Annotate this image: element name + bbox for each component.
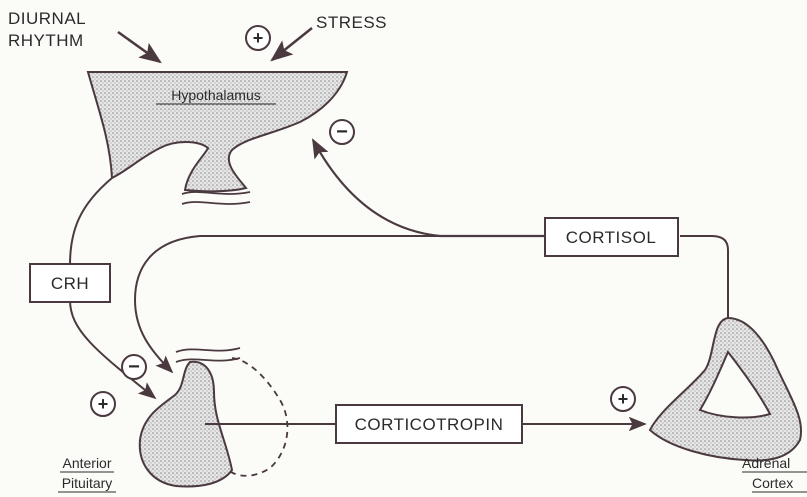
cortex-label: Cortex bbox=[752, 475, 793, 491]
stalk-cut-top-2 bbox=[182, 202, 250, 204]
stress-arrow bbox=[272, 28, 312, 60]
pituitary-label: Pituitary bbox=[62, 475, 113, 491]
diurnal-arrow bbox=[118, 32, 160, 62]
svg-text:+: + bbox=[98, 394, 109, 414]
svg-text:CORTICOTROPIN: CORTICOTROPIN bbox=[355, 415, 504, 434]
svg-text:CORTISOL: CORTISOL bbox=[566, 228, 657, 247]
svg-text:+: + bbox=[618, 389, 629, 409]
posterior-pituitary-outline bbox=[228, 358, 287, 476]
crh-box: CRH bbox=[30, 264, 110, 302]
diurnal-label: DIURNAL bbox=[8, 9, 86, 28]
svg-text:−: − bbox=[336, 121, 348, 143]
svg-text:CRH: CRH bbox=[51, 274, 89, 293]
adrenal-cortex-shape bbox=[650, 318, 801, 460]
corticotropin-box: CORTICOTROPIN bbox=[336, 405, 522, 443]
adrenal-plus-sign: + bbox=[611, 387, 635, 411]
svg-text:−: − bbox=[128, 356, 140, 378]
cortisol-to-hypothalamus bbox=[313, 140, 545, 236]
stalk-cut-bottom-2 bbox=[176, 358, 240, 362]
rhythm-label: RHYTHM bbox=[8, 31, 84, 50]
hypothalamus-label: Hypothalamus bbox=[171, 87, 261, 103]
anterior-label: Anterior bbox=[62, 455, 111, 471]
stalk-cut-bottom-1 bbox=[176, 348, 240, 352]
svg-text:+: + bbox=[253, 28, 264, 48]
hypothalamus-minus-sign: − bbox=[330, 120, 354, 144]
cortisol-box: CORTISOL bbox=[545, 218, 678, 256]
adrenal-label: Adrenal bbox=[742, 455, 790, 471]
stress-label: STRESS bbox=[316, 13, 387, 32]
cortisol-to-pituitary bbox=[135, 236, 440, 372]
stress-plus-sign: + bbox=[246, 26, 270, 50]
crh-plus-sign: + bbox=[91, 392, 115, 416]
pituitary-minus-sign: − bbox=[122, 355, 146, 379]
